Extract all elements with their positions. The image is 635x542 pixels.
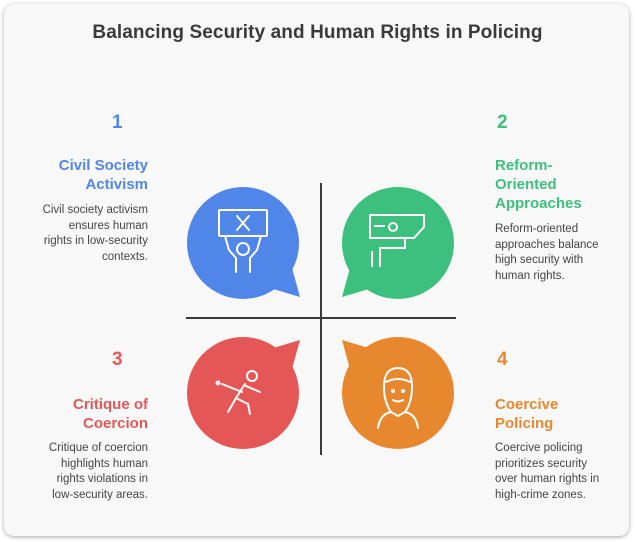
quadrant-2-number: 2 [497,112,508,133]
quadrant-4-description: Coercive policing prioritizes security o… [495,442,600,501]
quadrant-4-heading: Coercive Policing [495,396,559,432]
woman-portrait-icon [377,367,419,429]
diagram-title: Balancing Security and Human Rights in P… [92,22,543,43]
quadrant-1-description: Civil society activism ensures human rig… [42,204,148,263]
protester-sign-icon [218,209,268,273]
quadrant-1-number: 1 [112,112,123,133]
quadrant-2-description: Reform-oriented approaches balance high … [495,223,599,282]
quadrant-4-bubble [342,337,454,449]
quadrant-4-number: 4 [497,349,508,370]
fencer-icon [215,370,261,415]
quadrant-1-heading: Civil Society Activism [58,157,148,193]
quadrant-3-description: Critique of coercion highlights human ri… [48,442,148,501]
quadrant-3-bubble [187,337,300,449]
diagram-card [4,4,629,536]
quadrant-3-number: 3 [112,349,123,370]
security-camera-icon [369,214,425,267]
quadrant-2-heading: Reform- Oriented Approaches [495,157,582,212]
quadrant-3-heading: Critique of Coercion [73,396,148,432]
quadrant-1-bubble [187,187,300,299]
quadrant-2-bubble [342,187,454,299]
